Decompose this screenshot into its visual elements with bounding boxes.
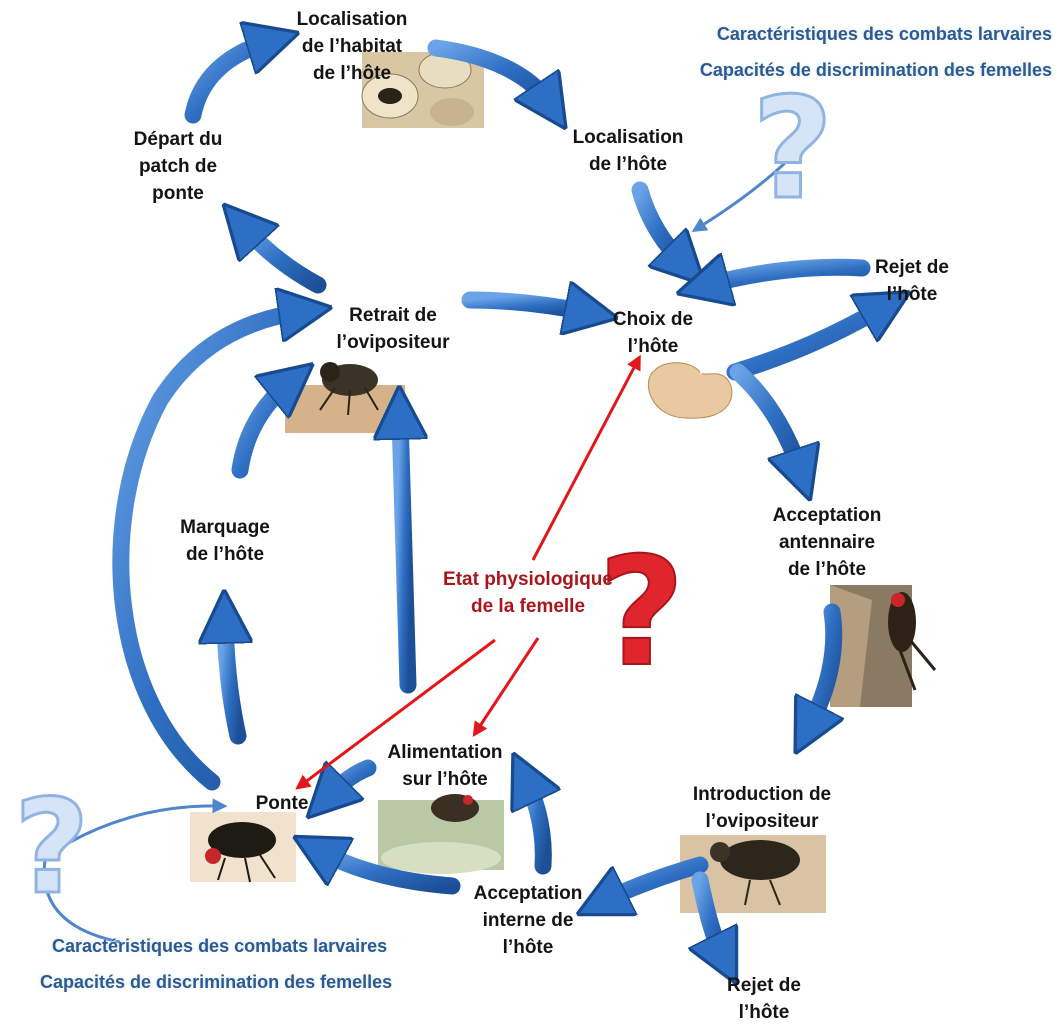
label-localisation-habitat: Localisation de l’habitat de l’hôte	[296, 9, 408, 84]
photo-wasp-ponte	[190, 812, 296, 883]
label-acceptation-interne: Acceptation interne de l’hôte	[473, 883, 583, 958]
arrow-ponte-to-retrait-outer	[112, 312, 300, 791]
photo-seeds	[361, 51, 484, 128]
photo-wasp-antennaire	[830, 585, 937, 707]
arrow-antennaire-to-introduction	[810, 603, 834, 725]
arrow-introduction-to-rejet	[700, 871, 722, 955]
arrow-habitat-to-localisation	[427, 39, 548, 102]
thin-curve-question-bottom	[42, 859, 121, 944]
arrow-choix-to-rejet	[726, 308, 882, 381]
annotation-bottom-left: Caractéristiques des combats larvaires C…	[40, 936, 393, 992]
arrow-retrait-to-choix	[461, 300, 586, 312]
label-alimentation: Alimentation sur l’hôte	[387, 742, 503, 790]
red-arrow-to-alimentation	[472, 637, 540, 738]
arrow-ponte-to-marquage	[225, 622, 238, 745]
photo-wasp-feeding	[378, 794, 504, 874]
label-marquage: Marquage de l’hôte	[180, 517, 270, 565]
label-depart-patch: Départ du patch de ponte	[133, 129, 223, 204]
photo-wasp-retrait	[285, 362, 405, 433]
red-arrow-to-ponte	[295, 638, 496, 790]
arrow-ponte-to-retrait-inner	[400, 418, 408, 694]
label-rejet-bottom: Rejet de l’hôte	[727, 975, 801, 1023]
arrow-marquage-to-retrait	[231, 384, 288, 479]
arrow-acceptation-to-alimentation	[527, 782, 543, 875]
label-etat-physiologique: Etat physiologique de la femelle	[443, 569, 613, 617]
arrow-alimentation-to-ponte	[330, 759, 377, 795]
arrow-depart-to-habitat	[184, 42, 268, 124]
label-acceptation-antennaire: Acceptation antennaire de l’hôte	[772, 505, 882, 580]
annotation-top-right: Caractéristiques des combats larvaires C…	[699, 24, 1052, 80]
label-retrait: Retrait de l’ovipositeur	[336, 305, 450, 353]
label-rejet-top: Rejet de l’hôte	[875, 257, 949, 305]
photo-host-larva	[647, 362, 733, 419]
arrow-choix-to-antennaire	[729, 363, 800, 470]
arrow-localisation-to-choix	[631, 181, 682, 262]
arrow-introduction-to-acceptation	[606, 856, 709, 900]
thin-arrow-question-to-ponte	[69, 798, 228, 844]
label-localisation-hote: Localisation de l’hôte	[572, 127, 684, 175]
arrow-retrait-to-depart	[245, 228, 327, 294]
label-choix: Choix de l’hôte	[612, 309, 694, 357]
label-ponte: Ponte	[255, 793, 309, 814]
red-arrow-to-choix	[531, 354, 641, 561]
arrow-acceptation-to-ponte	[322, 852, 461, 895]
thin-arrow-question-to-choix	[691, 146, 802, 232]
arrow-rejet-to-choix	[708, 267, 871, 285]
label-introduction: Introduction de l’ovipositeur	[692, 784, 832, 832]
